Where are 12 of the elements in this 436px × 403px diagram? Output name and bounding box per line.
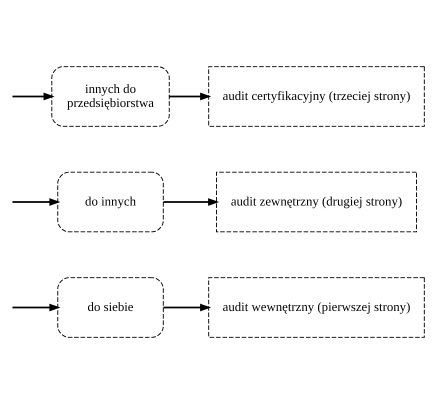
node-box: audit certyfikacyjny (trzeciej strony) — [208, 66, 425, 126]
arrow — [12, 198, 60, 206]
node-box: do innych — [57, 171, 164, 232]
arrow — [169, 92, 212, 100]
arrow — [12, 303, 60, 311]
node-box: audit zewnętrzny (drugiej strony) — [216, 171, 417, 232]
node-box: do siebie — [57, 276, 164, 338]
arrow — [163, 303, 212, 311]
arrow — [163, 198, 220, 206]
node-box: audit wewnętrzny (pierwszej strony) — [208, 276, 425, 338]
arrow — [12, 92, 55, 100]
node-box: innych do przedsiębiorstwa — [51, 66, 170, 126]
